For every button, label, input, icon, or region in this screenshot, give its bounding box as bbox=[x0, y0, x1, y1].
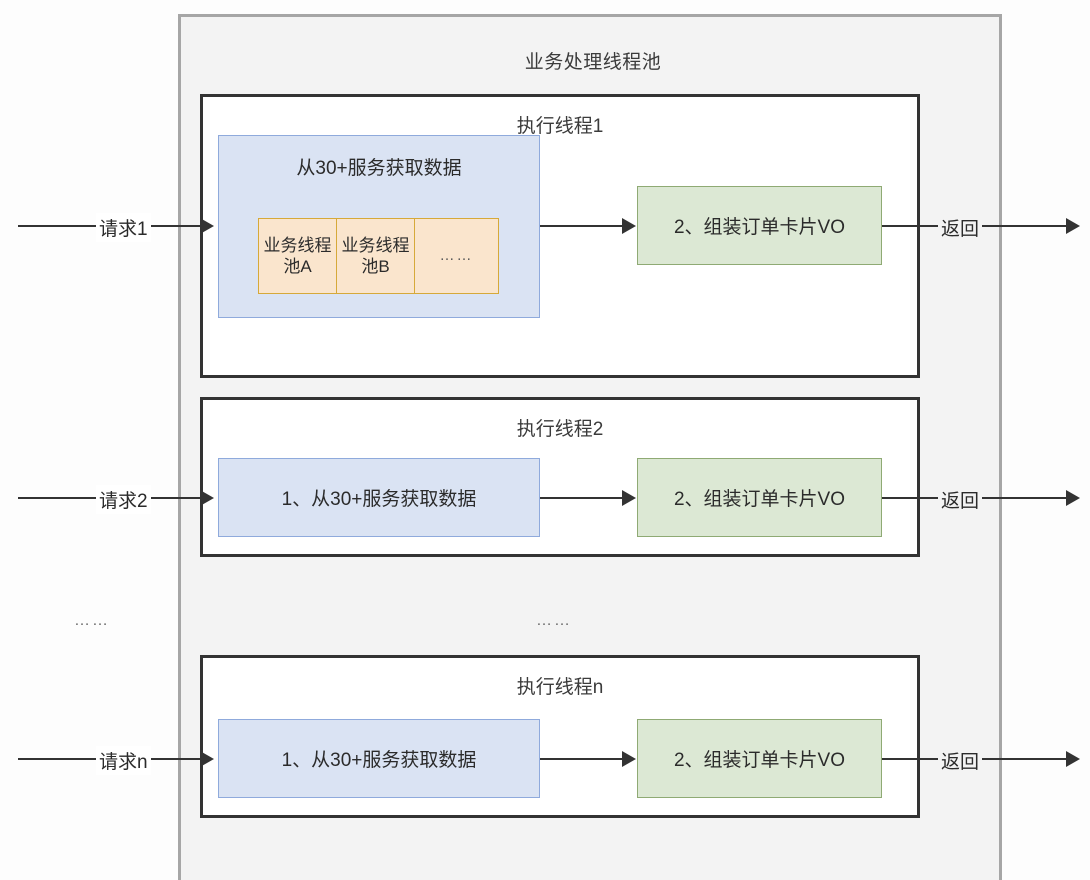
thread-1-business-pool-table: 业务线程池A 业务线程池B …… bbox=[258, 218, 499, 294]
thread-1-fetch-data-label: 从30+服务获取数据 bbox=[296, 158, 462, 179]
thread-n-internal-connector bbox=[540, 758, 624, 760]
thread-n-fetch-data-box: 1、从30+服务获取数据 bbox=[218, 719, 540, 798]
thread-2-fetch-data-box: 1、从30+服务获取数据 bbox=[218, 458, 540, 537]
thread-1-return-label: 返回 bbox=[938, 213, 983, 242]
left-ellipsis: …… bbox=[74, 612, 110, 629]
thread-2-internal-connector bbox=[540, 497, 624, 499]
thread-2-assemble-vo-box: 2、组装订单卡片VO bbox=[637, 458, 882, 537]
thread-1-request-label: 请求1 bbox=[96, 213, 151, 242]
thread-n-request-label: 请求n bbox=[96, 746, 151, 775]
thread-n-request-arrowhead bbox=[200, 751, 214, 767]
thread-2-request-label: 请求2 bbox=[96, 485, 151, 514]
thread-n-return-label: 返回 bbox=[938, 746, 983, 775]
thread-n-internal-arrowhead bbox=[622, 751, 636, 767]
thread-1-title: 执行线程1 bbox=[516, 116, 604, 137]
thread-n-title: 执行线程n bbox=[516, 677, 604, 698]
thread-1-internal-connector bbox=[540, 225, 624, 227]
thread-2-title: 执行线程2 bbox=[516, 419, 604, 440]
pool-title: 业务处理线程池 bbox=[524, 52, 662, 73]
business-pool-cell-a: 业务线程池A bbox=[259, 219, 337, 293]
business-pool-cell-more: …… bbox=[439, 246, 474, 264]
thread-n-return-arrowhead bbox=[1066, 751, 1080, 767]
thread-2-request-arrowhead bbox=[200, 490, 214, 506]
thread-2-internal-arrowhead bbox=[622, 490, 636, 506]
thread-2-return-arrowhead bbox=[1066, 490, 1080, 506]
thread-1-request-arrowhead bbox=[200, 218, 214, 234]
thread-n-assemble-vo-box: 2、组装订单卡片VO bbox=[637, 719, 882, 798]
business-pool-cell-b: 业务线程池B bbox=[337, 219, 415, 293]
thread-1-return-arrowhead bbox=[1066, 218, 1080, 234]
center-ellipsis: …… bbox=[536, 612, 572, 629]
thread-1-assemble-vo-box: 2、组装订单卡片VO bbox=[637, 186, 882, 265]
thread-2-return-label: 返回 bbox=[938, 485, 983, 514]
thread-1-internal-arrowhead bbox=[622, 218, 636, 234]
